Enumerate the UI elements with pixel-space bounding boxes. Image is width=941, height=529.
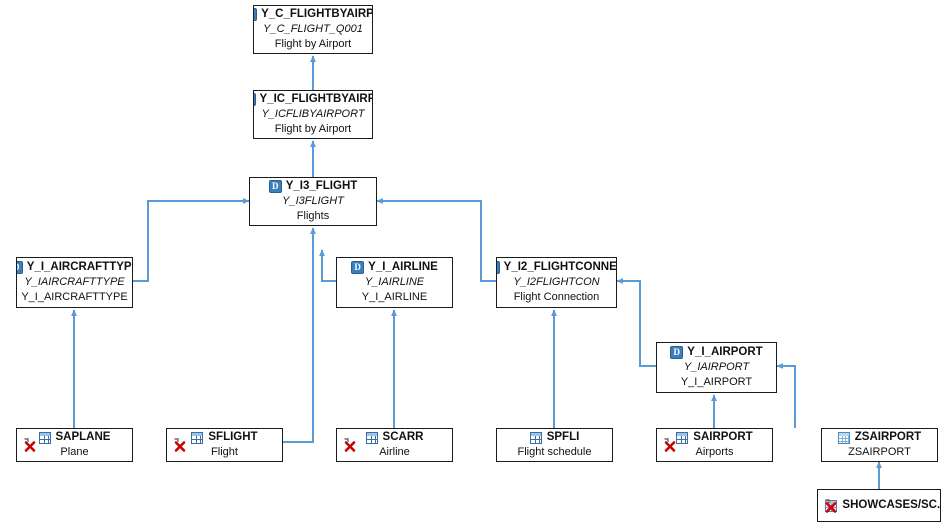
table-icon	[676, 431, 689, 444]
node-name: Y_I_AIRLINE	[368, 261, 438, 273]
node-title: SPFLI	[497, 430, 612, 445]
node-showcases[interactable]: SHOWCASES/SC...	[817, 489, 941, 522]
error-x-icon	[825, 498, 837, 513]
node-description: Flights	[296, 210, 330, 222]
node-title: D Y_C_FLIGHTBYAIRP...	[254, 7, 372, 22]
node-title: D Y_I_AIRCRAFTTYPE	[17, 260, 132, 275]
node-description: Y_I_AIRCRAFTTYPE	[21, 291, 128, 303]
node-description: Flight Connection	[513, 291, 600, 303]
table-icon	[837, 431, 850, 444]
edge-airport-to-i2	[616, 278, 656, 367]
node-description: Plane	[60, 446, 89, 458]
node-technical-name: Y_IAIRLINE	[364, 276, 425, 288]
node-technical-name: Y_ICFLIBYAIRPORT	[261, 108, 365, 120]
node-title: SFLIGHT	[167, 430, 282, 445]
node-technical-name: Y_C_FLIGHT_Q001	[263, 23, 363, 35]
node-name: Y_I2_FLIGHTCONNE...	[503, 261, 616, 273]
node-scarr[interactable]: SCARR Airline	[336, 428, 453, 462]
node-y-i-airport[interactable]: D Y_I_AIRPORT Y_IAIRPORT Y_I_AIRPORT	[656, 342, 777, 393]
cds-view-icon: D	[17, 261, 23, 274]
cds-view-icon: D	[268, 180, 282, 193]
node-technical-name: Y_I3FLIGHT	[282, 195, 344, 207]
node-title: D Y_IC_FLIGHTBYAIRP...	[254, 92, 372, 107]
node-title: SAIRPORT	[657, 430, 772, 445]
edge-sflight-to-i3	[283, 227, 316, 443]
node-technical-name: Y_IAIRCRAFTTYPE	[24, 276, 125, 288]
error-x-icon	[174, 438, 186, 452]
node-description: Flight by Airport	[274, 38, 352, 50]
table-icon	[191, 431, 204, 444]
node-technical-name: Y_IAIRPORT	[683, 361, 750, 373]
node-name: Y_IC_FLIGHTBYAIRP...	[259, 93, 372, 105]
node-y-i2-flightconnection[interactable]: D Y_I2_FLIGHTCONNE... Y_I2FLIGHTCON Flig…	[496, 257, 617, 308]
node-sflight[interactable]: SFLIGHT Flight	[166, 428, 283, 462]
node-name: SAPLANE	[55, 431, 111, 443]
table-icon	[38, 431, 51, 444]
node-description: ZSAIRPORT	[848, 446, 911, 458]
edge-airline-to-i3	[319, 249, 336, 282]
edge-aircrafttype-to-i3	[133, 198, 250, 282]
cds-view-icon: D	[254, 93, 256, 106]
node-y-i3-flight[interactable]: D Y_I3_FLIGHT Y_I3FLIGHT Flights	[249, 177, 377, 226]
node-name: Y_C_FLIGHTBYAIRP...	[261, 8, 372, 20]
node-name: ZSAIRPORT	[854, 431, 922, 443]
error-x-icon	[664, 438, 676, 452]
node-title: D Y_I3_FLIGHT	[250, 179, 376, 194]
table-icon	[529, 431, 542, 444]
node-description: Y_I_AIRLINE	[361, 291, 428, 303]
node-title: SCARR	[337, 430, 452, 445]
cds-view-icon: D	[254, 8, 258, 21]
node-description: Airports	[695, 446, 734, 458]
node-name: SFLIGHT	[208, 431, 258, 443]
node-name: Y_I_AIRPORT	[687, 346, 763, 358]
cds-view-icon: D	[670, 346, 684, 359]
cds-view-icon: D	[351, 261, 365, 274]
cds-view-icon: D	[497, 261, 500, 274]
node-name: SPFLI	[546, 431, 580, 443]
node-title: D Y_I2_FLIGHTCONNE...	[497, 260, 616, 275]
node-title: D Y_I_AIRLINE	[337, 260, 452, 275]
node-name: SCARR	[382, 431, 424, 443]
node-name: Y_I3_FLIGHT	[285, 180, 358, 192]
node-y-i-airline[interactable]: D Y_I_AIRLINE Y_IAIRLINE Y_I_AIRLINE	[336, 257, 453, 308]
node-title: ZSAIRPORT	[822, 430, 937, 445]
node-y-c-flightbyairport[interactable]: D Y_C_FLIGHTBYAIRP... Y_C_FLIGHT_Q001 Fl…	[253, 5, 373, 54]
node-title: SAPLANE	[17, 430, 132, 445]
node-name: Y_I_AIRCRAFTTYPE	[26, 261, 132, 273]
node-description: Flight by Airport	[274, 123, 352, 135]
node-description: Flight schedule	[517, 446, 592, 458]
node-technical-name: Y_I2FLIGHTCON	[513, 276, 600, 288]
node-saplane[interactable]: SAPLANE Plane	[16, 428, 133, 462]
node-title: D Y_I_AIRPORT	[657, 345, 776, 360]
node-description: Flight	[211, 446, 238, 458]
node-y-ic-flightbyairport[interactable]: D Y_IC_FLIGHTBYAIRP... Y_ICFLIBYAIRPORT …	[253, 90, 373, 139]
error-x-icon	[24, 438, 36, 452]
node-name: SHOWCASES/SC...	[842, 499, 941, 511]
node-description: Airline	[379, 446, 410, 458]
node-description: Y_I_AIRPORT	[680, 376, 753, 388]
node-sairport[interactable]: SAIRPORT Airports	[656, 428, 773, 462]
node-y-i-aircrafttype[interactable]: D Y_I_AIRCRAFTTYPE Y_IAIRCRAFTTYPE Y_I_A…	[16, 257, 133, 308]
table-icon	[365, 431, 378, 444]
node-spfli[interactable]: SPFLI Flight schedule	[496, 428, 613, 462]
node-zsairport[interactable]: ZSAIRPORT ZSAIRPORT	[821, 428, 938, 462]
edge-zsairport-to-airport	[776, 363, 796, 428]
error-x-icon	[344, 438, 356, 452]
node-name: SAIRPORT	[693, 431, 753, 443]
